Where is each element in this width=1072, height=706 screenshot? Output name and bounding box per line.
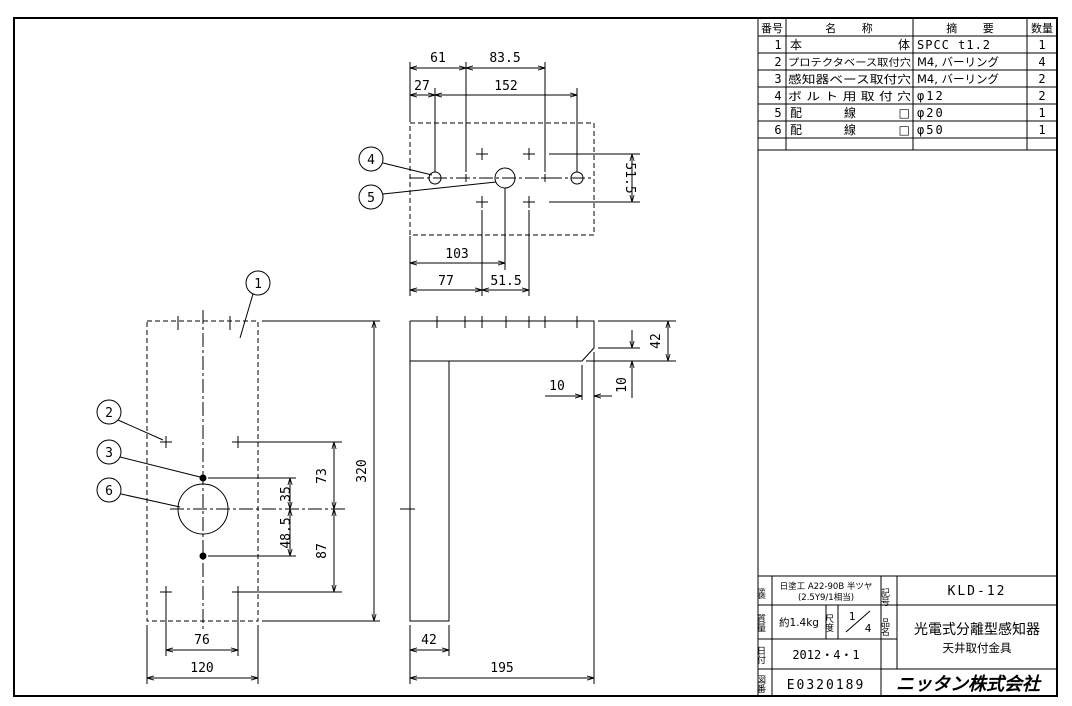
scale-num: 1 <box>849 610 856 623</box>
company-logo: ニッタン株式会社 <box>896 674 1042 695</box>
header-no: 番号 <box>761 22 783 35</box>
date-label: 日付 <box>755 646 766 665</box>
row-6-name-box: □ <box>899 123 910 137</box>
parts-table-text: 番号 名 称 摘 要 数量 1 本 体 SPCC t1.2 1 2 プロテクタベ… <box>761 21 1053 137</box>
row-5-name-right: 線 <box>844 105 856 120</box>
date-value: 2012・4・1 <box>792 648 859 662</box>
balloon-4: 4 <box>358 146 433 176</box>
side-view-outline <box>409 320 595 622</box>
drawing-no-value: E0320189 <box>787 678 866 693</box>
product-name-2: 天井取付金具 <box>943 641 1012 655</box>
dim-side-10-v: 10 <box>615 377 630 393</box>
row-5-spec: φ20 <box>917 106 945 120</box>
drawing-no-label: 図番 <box>755 675 766 693</box>
dim-side-42-h: 42 <box>421 633 437 648</box>
mass-value: 約1.4kg <box>779 616 819 629</box>
row-6-qty: 1 <box>1038 123 1045 137</box>
svg-text:5: 5 <box>367 191 375 206</box>
svg-text:6: 6 <box>105 484 113 499</box>
header-qty: 数量 <box>1031 22 1053 35</box>
row-4-name: ボ ル ト 用 取 付 穴 <box>788 89 911 103</box>
header-spec: 摘 要 <box>946 21 994 35</box>
row-5-name-box: □ <box>899 106 910 120</box>
top-view-outline <box>409 122 595 236</box>
parts-table <box>757 18 1057 696</box>
scale-den: 4 <box>865 622 872 635</box>
row-6-name-right: 線 <box>844 122 856 137</box>
paint-label: 塗装 <box>755 587 766 599</box>
wire-hole-50 <box>177 483 229 535</box>
row-3-name: 感知器ベース取付穴 <box>788 72 911 86</box>
dim-top-51-5-h: 51.5 <box>490 274 521 289</box>
row-2-name: プロテクタベース取付穴 <box>788 56 911 69</box>
header-name: 名 称 <box>825 21 873 35</box>
name-label: 品名 <box>879 618 890 637</box>
row-3-no: 3 <box>774 72 781 86</box>
row-6-name: 配 <box>790 123 802 137</box>
row-2-spec: M4, バーリング <box>917 55 1000 69</box>
top-view <box>409 62 640 296</box>
balloon-6: 6 <box>96 477 181 508</box>
balloon-1: 1 <box>239 270 271 339</box>
symbol-value: KLD-12 <box>948 584 1007 599</box>
row-4-qty: 2 <box>1038 89 1045 103</box>
paint-value-2: (2.5Y9/1相当) <box>798 592 854 603</box>
title-block <box>758 575 1057 696</box>
dim-side-42-v: 42 <box>649 333 664 349</box>
symbol-label: 記号 <box>879 587 890 607</box>
row-1-spec: SPCC t1.2 <box>917 38 991 52</box>
dim-front-120: 120 <box>190 661 213 676</box>
dim-front-35: 35 <box>279 486 294 502</box>
row-1-name: 本 <box>790 38 802 52</box>
row-4-no: 4 <box>774 89 781 103</box>
row-5-no: 5 <box>774 106 781 120</box>
balloon-5: 5 <box>358 181 497 210</box>
dim-front-48-5: 48.5 <box>279 517 294 548</box>
dim-top-51-5-v: 51.5 <box>622 162 637 193</box>
row-6-no: 6 <box>774 123 781 137</box>
row-6-spec: φ50 <box>917 123 945 137</box>
row-5-qty: 1 <box>1038 106 1045 120</box>
svg-text:2: 2 <box>105 406 113 421</box>
row-1-qty: 1 <box>1038 38 1045 52</box>
row-4-spec: φ12 <box>917 89 945 103</box>
title-block-text: 塗装 日塗工 A22-90B 半ツヤ (2.5Y9/1相当) 記号 KLD-12… <box>755 581 1042 695</box>
side-view <box>400 316 676 684</box>
row-2-no: 2 <box>774 55 781 69</box>
svg-text:4: 4 <box>367 153 375 168</box>
product-name-1: 光電式分離型感知器 <box>914 621 1040 638</box>
mass-label: 質量 <box>755 613 766 632</box>
svg-text:3: 3 <box>105 446 113 461</box>
paint-value-1: 日塗工 A22-90B 半ツヤ <box>780 581 873 592</box>
row-5-name: 配 <box>790 106 802 120</box>
dim-top-83-5: 83.5 <box>489 51 520 66</box>
dim-front-320: 320 <box>355 459 370 482</box>
dim-front-87: 87 <box>315 543 330 559</box>
dim-front-76: 76 <box>194 633 210 648</box>
svg-text:1: 1 <box>254 277 262 292</box>
dim-top-152: 152 <box>494 79 517 94</box>
row-1-name-right: 体 <box>898 38 910 52</box>
balloon-3: 3 <box>96 439 201 478</box>
dim-top-77: 77 <box>438 274 454 289</box>
scale-label: 尺度 <box>823 614 834 633</box>
dim-side-10-h: 10 <box>549 379 565 394</box>
dim-front-73: 73 <box>315 468 330 484</box>
dim-top-103: 103 <box>445 247 468 262</box>
dim-top-27: 27 <box>414 79 430 94</box>
dim-top-61: 61 <box>430 51 446 66</box>
sheet-border <box>13 17 1058 697</box>
row-2-qty: 4 <box>1038 55 1045 69</box>
row-1-no: 1 <box>774 38 781 52</box>
row-3-qty: 2 <box>1038 72 1045 86</box>
front-view <box>146 310 380 684</box>
dim-side-195: 195 <box>490 661 513 676</box>
balloon-2: 2 <box>96 399 164 441</box>
row-3-spec: M4, バーリング <box>917 72 1000 86</box>
